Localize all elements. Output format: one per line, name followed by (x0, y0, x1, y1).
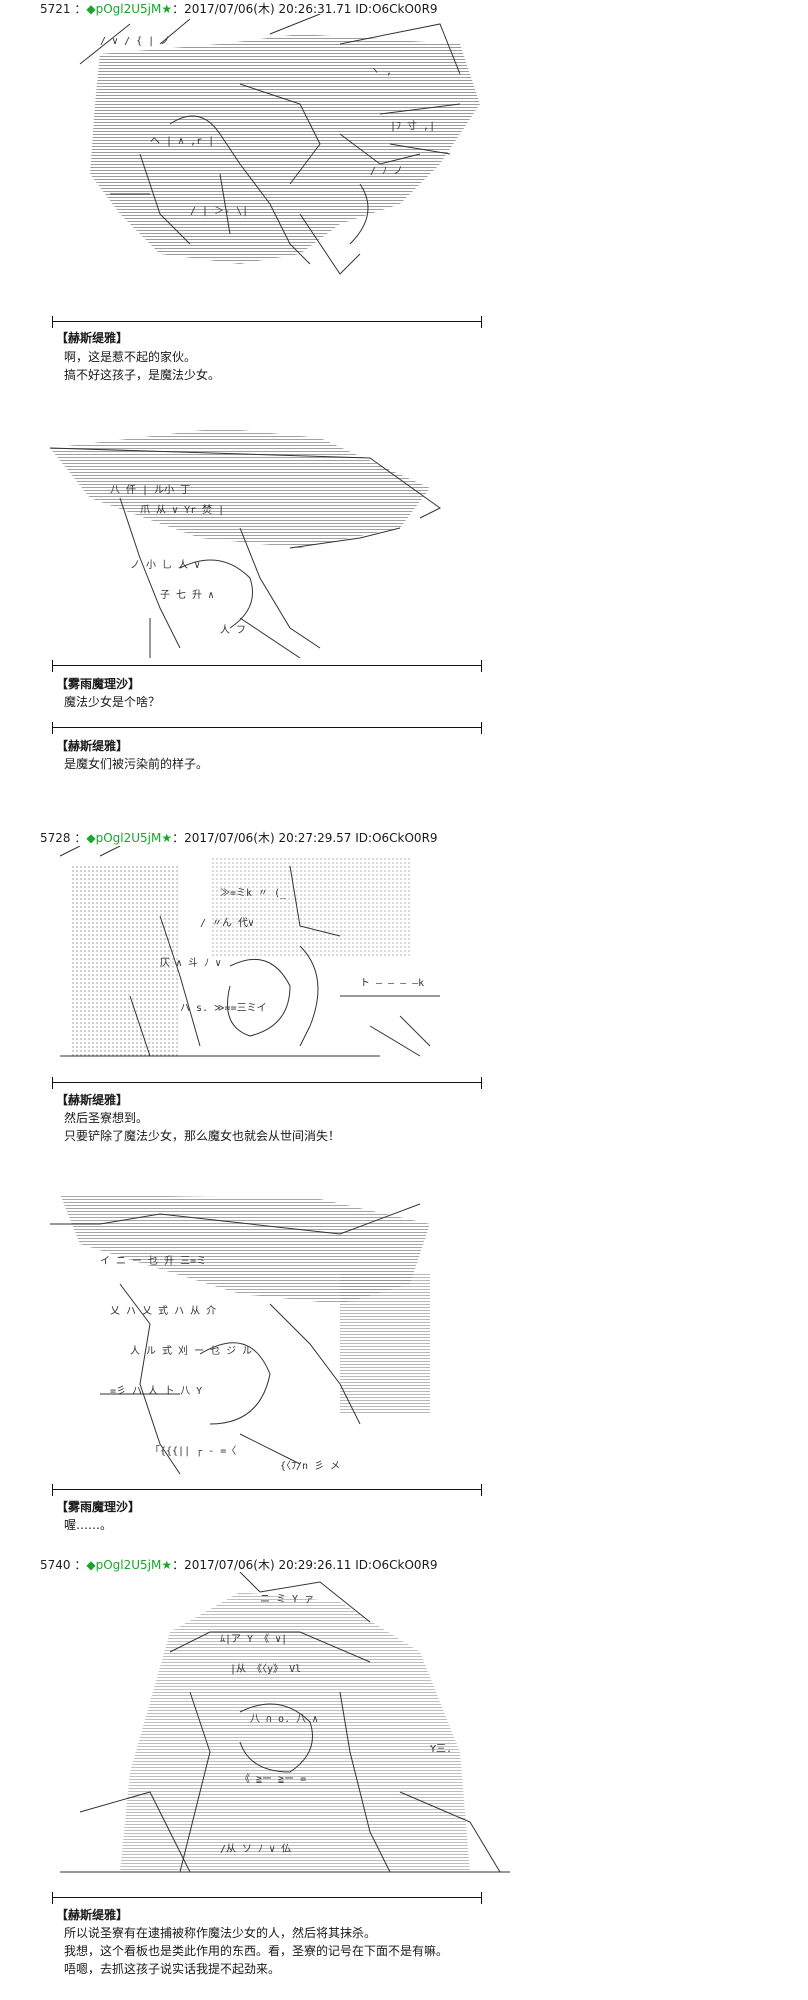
svg-text:ト ― ― ― ―k: ト ― ― ― ―k (360, 978, 424, 989)
speaker-marisa: 【雾雨魔理沙】 (56, 677, 141, 691)
post-header-5740: 5740 ：◆pOgl2U5jM★：2017/07/06(木) 20:29:26… (40, 1556, 438, 1573)
dialogue-line: 只要铲除了魔法少女，那么魔女也就会从世间消失！ (64, 1129, 341, 1143)
post-number: 5728 ： (40, 831, 87, 845)
post-divider (52, 1484, 482, 1496)
svg-text:/ 〃ん 代∨: / 〃ん 代∨ (200, 917, 254, 929)
svg-text:《 ≧ー ≧ー =: 《 ≧ー ≧ー = (240, 1773, 306, 1785)
speaker-hestia: 【赫斯缇雅】 (56, 1908, 129, 1922)
svg-text:仄 ∧ 斗 ﾉ ∨: 仄 ∧ 斗 ﾉ ∨ (160, 957, 221, 969)
dialogue-line: 喔……。 (64, 1518, 113, 1532)
post-header-5728: 5728 ：◆pOgl2U5jM★：2017/07/06(木) 20:27:29… (40, 829, 438, 846)
dialogue-line: 是魔女们被污染前的样子。 (64, 757, 209, 771)
svg-text:ヽ ,: ヽ , (370, 66, 392, 77)
dialogue-line: 搞不好这孩子，是魔法少女。 (64, 368, 221, 382)
speaker-hestia: 【赫斯缇雅】 (56, 739, 129, 753)
marisa-witch-art-icon: 八 仟 | ル小 丁 爪 从 ∨ Yr 焚 | ノ 小 乚 人 ∨ 子 七 升 … (49, 428, 441, 658)
svg-text:乂 ハ 乂 式 ハ 从 介: 乂 ハ 乂 式 ハ 从 介 (110, 1304, 216, 1317)
dotted-scene-art-icon: ≫=ミk 〃 (_ / 〃ん 代∨ 仄 ∧ 斗 ﾉ ∨ ハ s. ≫==三ミイ … (59, 846, 440, 1057)
dialogue-line: 魔法少女是个啥？ (64, 695, 161, 709)
dialogue-line: 唔嗯，去抓这孩子说实话我提不起劲来。 (64, 1962, 281, 1976)
svg-text:ハ s. ≫==三ミイ: ハ s. ≫==三ミイ (180, 1003, 267, 1014)
svg-text:「{{{|| ┌ ‐ =〈: 「{{{|| ┌ ‐ =〈 (150, 1445, 236, 1457)
magical-girl-art-icon: ニ ミ Y ァ ﾑ|ア Y 《 ∨| |从 《〈y》 Vl 八 ∩ o. 八 ∧… (60, 1572, 510, 1873)
svg-text:≫=ミk 〃 (_: ≫=ミk 〃 (_ (220, 888, 287, 899)
svg-text:人 ル 式 刈 ー 乜 ジ ル: 人 ル 式 刈 ー 乜 ジ ル (130, 1344, 252, 1357)
svg-text:ノ 小 乚 人 ∨: ノ 小 乚 人 ∨ (130, 559, 200, 571)
dialogue-line: 然后圣寮想到。 (64, 1111, 149, 1125)
svg-text:/ ∨ / { | ノ: / ∨ / { | ノ (100, 36, 170, 47)
trip-code-link[interactable]: pOgl2U5jM (95, 2, 162, 16)
dialogue-line: 我想，这个看板也是类此作用的东西。看，圣寮的记号在下面不是有嘛。 (64, 1944, 449, 1958)
svg-text:|从 《〈y》 Vl: |从 《〈y》 Vl (230, 1663, 301, 1675)
svg-text:子 七 升 ∧: 子 七 升 ∧ (160, 589, 214, 601)
svg-text:ニ ミ Y ァ: ニ ミ Y ァ (260, 1594, 314, 1605)
post-number: 5721 ： (40, 2, 87, 16)
dialogue-line: 啊，这是惹不起的家伙。 (64, 350, 197, 364)
trip-diamond-icon: ◆ (86, 831, 96, 845)
post-meta: ：2017/07/06(木) 20:27:29.57 ID:O6CkO0R9 (172, 831, 438, 845)
svg-text:/ | ＞‐ \|: / | ＞‐ \| (190, 206, 248, 217)
svg-text:/从 ソ ﾉ ∨ 仏: /从 ソ ﾉ ∨ 仏 (220, 1843, 291, 1855)
trip-diamond-icon: ◆ (86, 2, 96, 16)
speaker-hestia: 【赫斯缇雅】 (56, 331, 129, 345)
star-icon: ★ (161, 2, 173, 16)
post-divider (52, 660, 482, 672)
post-divider (52, 1077, 482, 1089)
speaker-marisa: 【雾雨魔理沙】 (56, 1500, 141, 1514)
trip-code-link[interactable]: pOgl2U5jM (95, 1558, 162, 1572)
svg-text:八 仟 | ル小 丁: 八 仟 | ル小 丁 (110, 483, 190, 496)
post-divider (52, 316, 482, 328)
post-divider (52, 722, 482, 734)
svg-text:爪 从 ∨ Yr 焚 |: 爪 从 ∨ Yr 焚 | (140, 504, 224, 516)
svg-text:Y三.: Y三. (430, 1744, 452, 1755)
post-divider (52, 1892, 482, 1904)
post-meta: ：2017/07/06(木) 20:29:26.11 ID:O6CkO0R9 (172, 1558, 438, 1572)
svg-text:八 ∩ o. 八 ∧: 八 ∩ o. 八 ∧ (250, 1714, 318, 1725)
trip-code-link[interactable]: pOgl2U5jM (95, 831, 162, 845)
svg-text:人 フ: 人 フ (220, 624, 246, 636)
svg-text:イ ニ ー 乜 升 三=ミ: イ ニ ー 乜 升 三=ミ (100, 1255, 206, 1267)
marisa-pose-art-icon: イ ニ ー 乜 升 三=ミ 乂 ハ 乂 式 ハ 从 介 人 ル 式 刈 ー 乜 … (50, 1194, 430, 1475)
post-number: 5740 ： (40, 1558, 87, 1572)
post-meta: ：2017/07/06(木) 20:26:31.71 ID:O6CkO0R9 (172, 2, 438, 16)
svg-text:=彡 ハ 人 卜 八 Y: =彡 ハ 人 卜 八 Y (110, 1385, 202, 1397)
dialogue-line: 所以说圣寮有在逮捕被称作魔法少女的人，然后将其抹杀。 (64, 1926, 377, 1940)
svg-text:{〈ﾌ/n 彡 メ: {〈ﾌ/n 彡 メ (280, 1460, 340, 1472)
svg-text:ﾑ|ア Y 《 ∨|: ﾑ|ア Y 《 ∨| (220, 1633, 287, 1645)
post-header-5721: 5721 ：◆pOgl2U5jM★：2017/07/06(木) 20:26:31… (40, 0, 438, 17)
svg-text:|ﾌ 寸 ,|: |ﾌ 寸 ,| (390, 119, 435, 132)
star-icon: ★ (161, 831, 173, 845)
shaded-fox-girl-art-icon: / ∨ / { | ノ ヽ , ヘ | ∧ ,r | / | ＞‐ \| |ﾌ … (79, 14, 480, 275)
speaker-hestia: 【赫斯缇雅】 (56, 1093, 129, 1107)
svg-text:/ ﾉ ノ: / ﾉ ノ (370, 166, 403, 177)
trip-diamond-icon: ◆ (86, 1558, 96, 1572)
star-icon: ★ (161, 1558, 173, 1572)
svg-text:ヘ | ∧ ,r |: ヘ | ∧ ,r | (150, 136, 214, 147)
